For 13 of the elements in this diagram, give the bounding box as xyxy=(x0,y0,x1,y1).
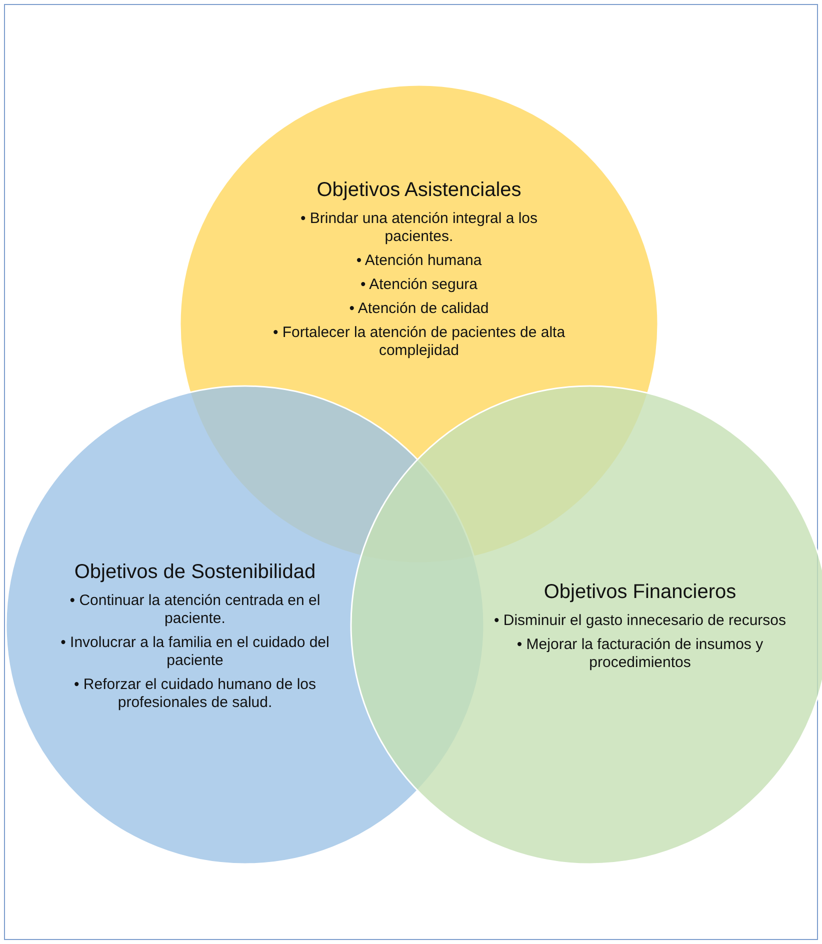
bullet-text: • Brindar una atención integral a los pacientes. xyxy=(300,210,538,245)
bullet-text: • Mejorar la facturación de insumos y procedimientos xyxy=(516,636,764,671)
circle-heading: Objetivos Asistenciales xyxy=(316,179,522,202)
bullet-text: • Atención segura xyxy=(360,276,478,293)
bullet-text: • Disminuir el gasto innecesario de recursos xyxy=(494,612,786,629)
circle-heading: Objetivos Financieros xyxy=(544,581,736,604)
bullet-text: • Continuar la atención centrada en el paciente. xyxy=(70,592,320,627)
bullet-text: • Atención de calidad xyxy=(349,300,489,317)
circle-heading: Objetivos de Sostenibilidad xyxy=(74,561,316,584)
bullet-text: • Involucrar a la familia en el cuidado del paciente xyxy=(60,634,330,669)
bullet-text: • Fortalecer la atención de pacientes de alta complejidad xyxy=(272,324,566,359)
bullet-text: • Reforzar el cuidado humano de los profesionales de salud. xyxy=(74,676,316,711)
bullet-text: • Atención humana xyxy=(356,252,482,269)
